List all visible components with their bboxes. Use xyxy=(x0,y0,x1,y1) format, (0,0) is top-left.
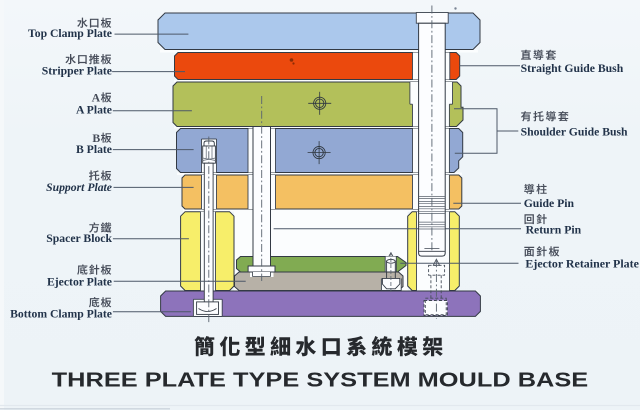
svg-text:Shoulder Guide Bush: Shoulder Guide Bush xyxy=(521,126,628,139)
svg-text:Support Plate: Support Plate xyxy=(46,181,112,194)
svg-text:Top Clamp Plate: Top Clamp Plate xyxy=(28,27,112,40)
svg-text:Ejector Plate: Ejector Plate xyxy=(47,275,112,288)
svg-text:Straight Guide Bush: Straight Guide Bush xyxy=(521,62,624,75)
svg-text:Return Pin: Return Pin xyxy=(526,224,582,237)
svg-text:Ejector Retainer Plate: Ejector Retainer Plate xyxy=(525,258,639,271)
svg-text:B Plate: B Plate xyxy=(76,143,112,156)
svg-text:B: B xyxy=(92,131,100,145)
svg-text:A Plate: A Plate xyxy=(76,104,112,117)
svg-text:Bottom Clamp Plate: Bottom Clamp Plate xyxy=(10,308,112,321)
svg-text:Stripper Plate: Stripper Plate xyxy=(42,65,112,78)
svg-text:Spacer Block: Spacer Block xyxy=(46,232,112,245)
svg-text:A: A xyxy=(92,91,101,105)
svg-text:THREE PLATE TYPE SYSTEM MOULD: THREE PLATE TYPE SYSTEM MOULD BASE xyxy=(52,368,589,391)
svg-text:Guide Pin: Guide Pin xyxy=(524,197,575,210)
